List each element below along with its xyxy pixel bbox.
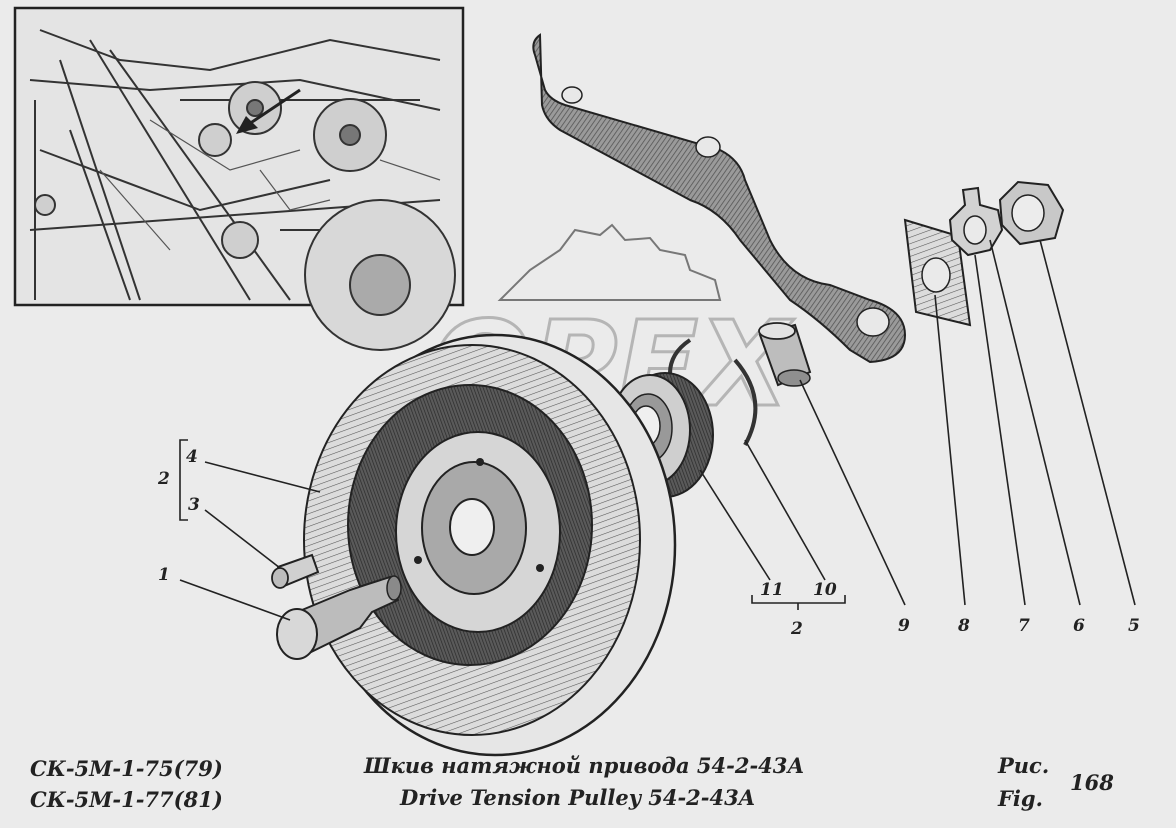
hex-nut xyxy=(998,180,1065,246)
callout-2-group: 2 xyxy=(157,469,170,489)
model-line-2: СК-5М-1-77(81) xyxy=(30,787,223,812)
callout-3: 3 xyxy=(188,495,200,515)
callout-2-bottom: 2 xyxy=(790,619,803,639)
title-russian: Шкив натяжной привода 54-2-43А xyxy=(364,753,805,778)
spacer-bushing xyxy=(758,322,812,387)
callout-5: 5 xyxy=(1128,616,1140,636)
callout-8: 8 xyxy=(957,616,970,636)
model-line-1: СК-5М-1-75(79) xyxy=(30,756,223,781)
callout-9: 9 xyxy=(898,616,910,636)
callout-6: 6 xyxy=(1073,616,1085,636)
figure-number: 168 xyxy=(1070,770,1114,795)
bracket-arm xyxy=(532,33,907,364)
title-english: Drive Tension Pulley 54-2-43A xyxy=(400,785,756,810)
callout-11: 11 xyxy=(760,580,784,600)
group-bracket-left xyxy=(179,439,188,521)
callout-10: 10 xyxy=(813,580,837,600)
plate-washer xyxy=(903,218,972,327)
callout-1: 1 xyxy=(158,565,170,585)
figure-label-ru: Рис. xyxy=(998,753,1050,778)
figure-label-en: Fig. xyxy=(998,786,1043,811)
axle-shaft xyxy=(276,575,402,660)
leader-lines xyxy=(179,239,1136,621)
lock-washer xyxy=(948,186,1004,257)
inset-machine-view xyxy=(13,6,465,351)
small-pin xyxy=(271,553,320,589)
gear-backdrop xyxy=(497,223,722,301)
callouts: 1 2 3 4 11 10 2 9 8 7 6 5 xyxy=(157,447,1140,639)
tension-pulley xyxy=(303,333,677,757)
callout-4: 4 xyxy=(186,447,198,467)
callout-7: 7 xyxy=(1018,616,1030,636)
